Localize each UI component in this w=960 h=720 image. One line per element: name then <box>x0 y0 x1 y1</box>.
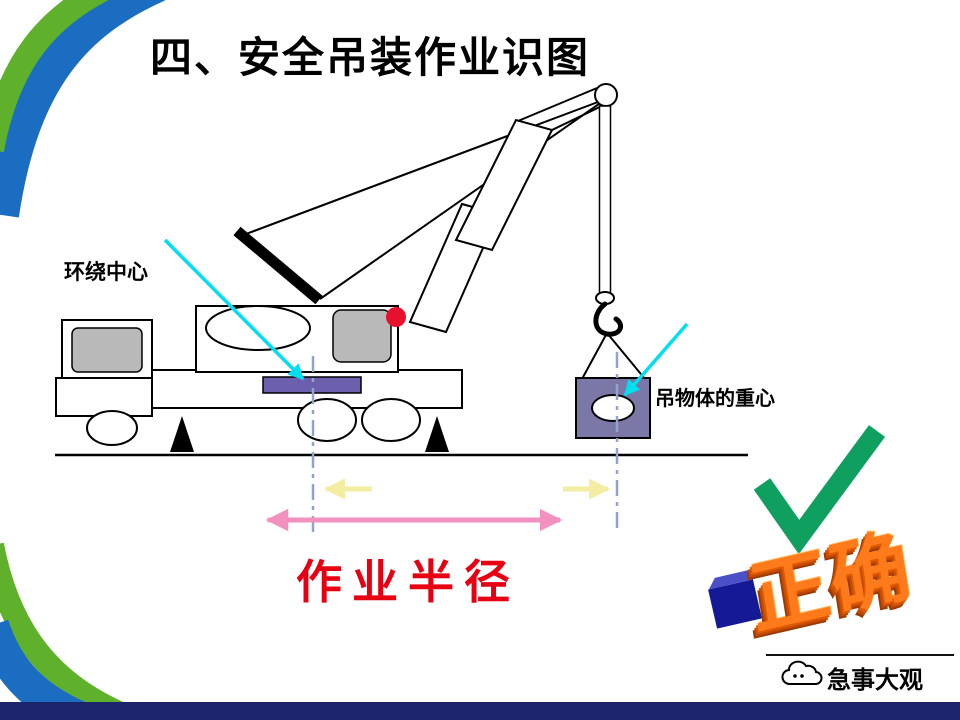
boom-pivot-dot <box>386 307 406 327</box>
page-title: 四、安全吊装作业识图 <box>150 34 591 81</box>
footer-divider <box>766 654 954 656</box>
boom-peak-pulley <box>594 83 618 107</box>
center-lines <box>311 352 619 534</box>
checkmark-icon <box>753 425 886 555</box>
rotation-center-label: 环绕中心 <box>64 260 148 284</box>
load-cg-marker <box>591 394 635 422</box>
bottom-bar <box>0 702 960 720</box>
crane-boom <box>233 83 646 380</box>
working-radius-label: 作业半径 <box>296 557 520 608</box>
crane-body <box>55 305 463 452</box>
pointer-arrows <box>163 238 689 397</box>
load-cg-label: 吊物体的重心 <box>655 388 775 410</box>
hook-icon <box>593 301 624 337</box>
lifted-load <box>575 377 651 439</box>
boom-gantry <box>233 226 323 305</box>
watermark-text: 急事大观 <box>827 667 923 694</box>
cloud-logo-icon <box>781 660 823 685</box>
